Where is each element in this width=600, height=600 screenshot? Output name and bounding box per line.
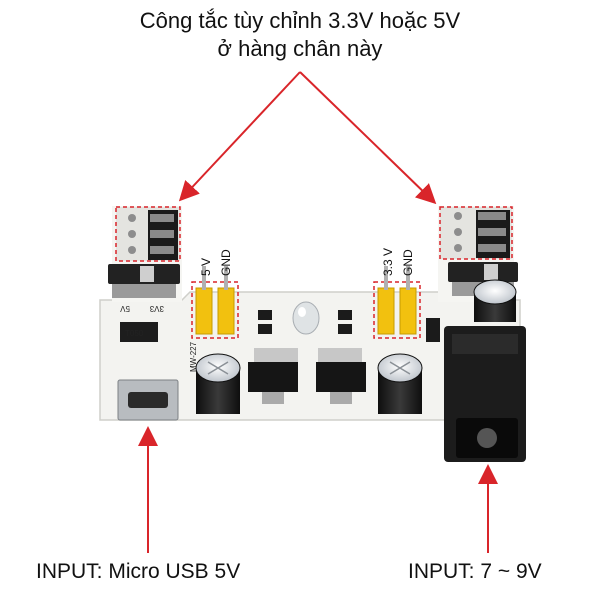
smd-chip-t050 [120, 322, 158, 342]
right-voltage-regulator [316, 348, 366, 404]
silk-model: MW-227 [189, 341, 198, 372]
label-left-gnd: GND [219, 249, 233, 276]
led [292, 301, 320, 335]
right-jumper [373, 266, 421, 339]
label-right-33v: 3.3 V [381, 248, 395, 276]
caption-line-2: ở hàng chân này [217, 36, 383, 61]
label-right-gnd: GND [401, 249, 415, 276]
right-capacitor [377, 353, 423, 414]
left-voltage-regulator [248, 348, 298, 404]
left-slide-switch [108, 264, 180, 298]
label-left-5v: 5 V [199, 258, 213, 276]
micro-usb-port [117, 379, 179, 421]
smd-resistors [258, 310, 440, 342]
dc-barrel-jack [444, 326, 526, 462]
left-capacitor [195, 353, 241, 414]
top-right-capacitor [473, 279, 517, 322]
caption-line-1: Công tắc tùy chỉnh 3.3V hoặc 5V [139, 8, 461, 33]
arrow-to-left-header [178, 71, 301, 202]
silk-left-3v3: 3V3 [149, 304, 164, 313]
left-header-pins [115, 206, 181, 262]
arrow-to-right-header [299, 71, 437, 205]
right-header-pins [439, 206, 513, 260]
left-jumper [191, 266, 239, 339]
silk-chip: T050 [125, 329, 144, 338]
input-dc-label: INPUT: 7 ~ 9V [408, 560, 542, 583]
silk-left-5v: 5V [120, 304, 130, 313]
input-usb-label: INPUT: Micro USB 5V [36, 560, 241, 583]
